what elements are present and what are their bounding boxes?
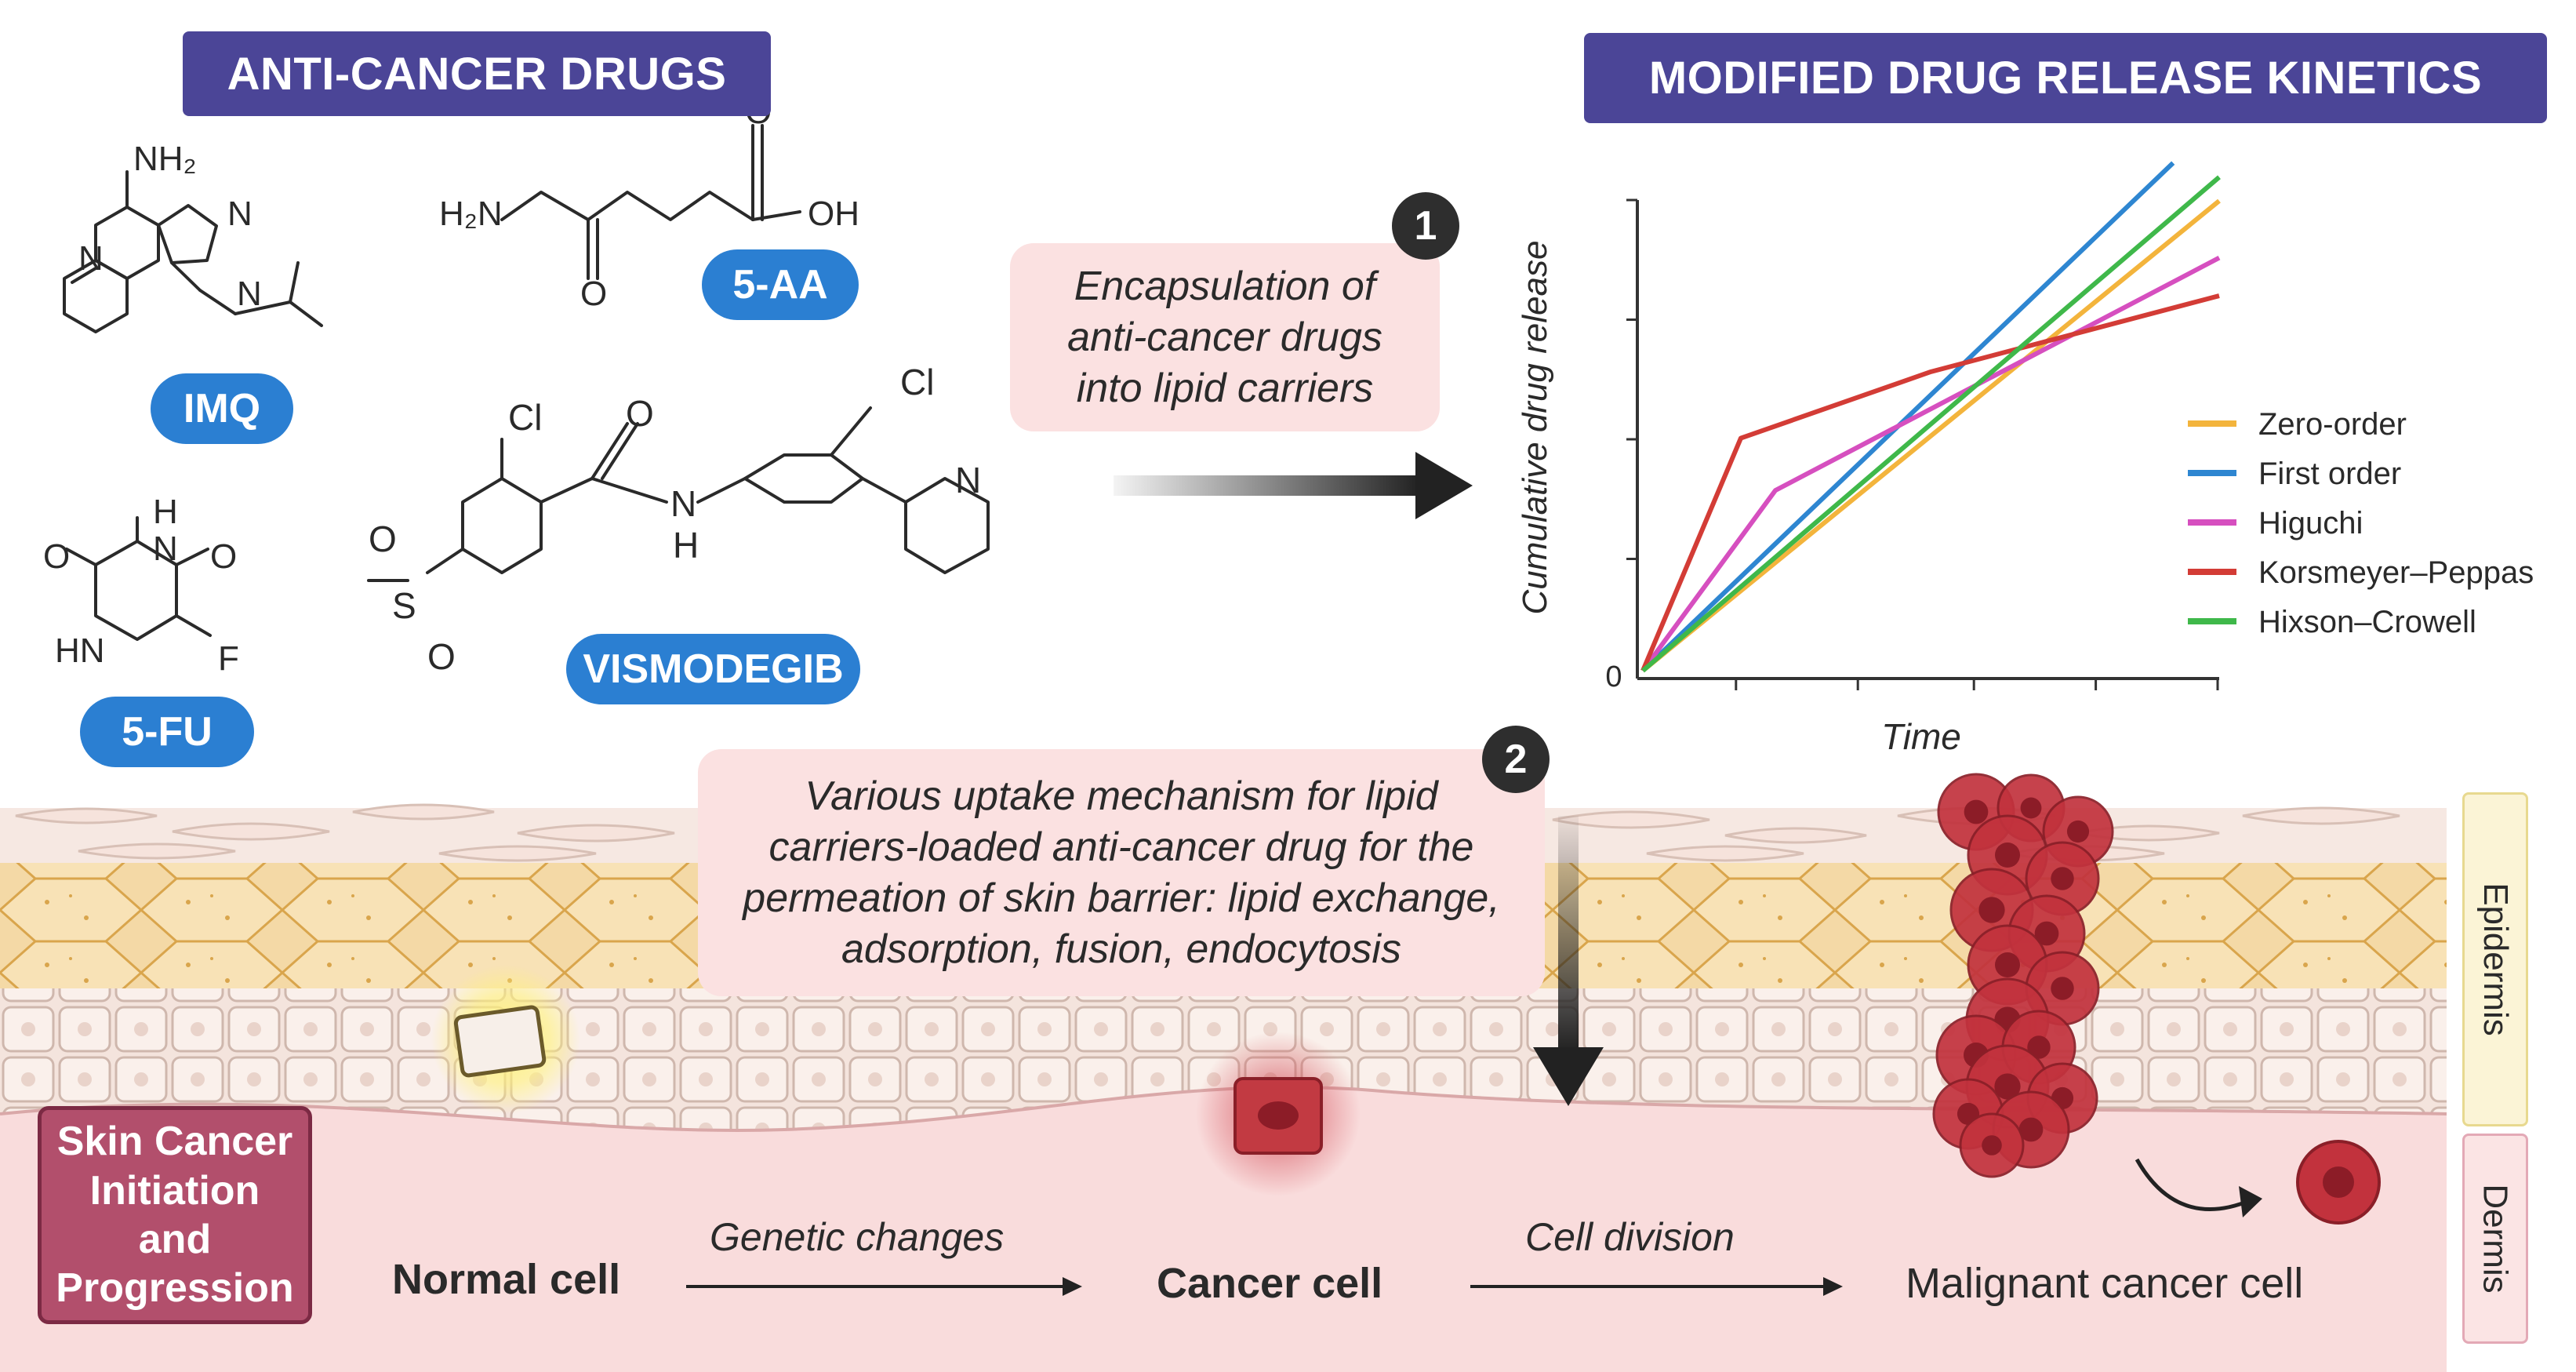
imq-n2-label: N [78,239,104,278]
vismodegib-pill: VISMODEGIB [566,634,860,704]
tumor-cell-nucleus-2 [2020,797,2042,819]
five-aa-structure [500,124,801,280]
step1-callout: Encapsulation of anti-cancer drugs into … [1010,243,1440,431]
tumor-cell-nucleus-13 [1994,1073,2021,1100]
legend-label-3: Higuchi [2258,506,2363,540]
anticancer-drugs-banner: ANTI-CANCER DRUGS [183,31,771,116]
vis-o2-label: O [369,519,397,559]
tumor-cell-nucleus-6 [1978,897,2005,923]
imq-pill: IMQ [151,373,293,444]
progression-arrow-2 [1470,1277,1843,1296]
epidermis-tab: Epidermis [2462,792,2528,1126]
dermis-label: Dermis [2476,1184,2516,1294]
vismodegib-structure [367,406,990,582]
five-aa-pill: 5-AA [702,249,859,320]
cell-division-label: Cell division [1525,1215,1735,1259]
vis-o3-label: O [427,636,456,677]
aa-oh-label: OH [808,195,859,233]
imq-n1-label: N [227,195,253,233]
epidermis-label: Epidermis [2476,883,2515,1036]
step1-badge: 1 [1392,192,1459,260]
y-axis-title: Cumulative drug release [1516,241,1554,615]
step2-callout: Various uptake mechanism for lipid carri… [698,749,1545,996]
series-line-5 [1641,175,2221,673]
step1-arrow [1114,452,1473,519]
malignant-cell-label: Malignant cancer cell [1906,1260,2304,1307]
step1-line-3: into lipid carriers [1076,365,1374,411]
legend-label-5: Hixson–Crowell [2258,605,2476,639]
cancer-cell-highlight [1196,1032,1361,1196]
vis-s-label: S [392,585,416,626]
series-line-4 [1640,293,2220,672]
fu-o2-label: O [210,537,238,576]
step2-arrow [1533,816,1604,1106]
fu-h-label: H [153,493,178,531]
step1-line-2: anti-cancer drugs [1067,314,1382,360]
fu-hn-label: HN [55,631,105,670]
tumor-cell-nucleus-3 [2066,820,2090,843]
release-kinetics-banner: MODIFIED DRUG RELEASE KINETICS [1584,33,2547,123]
vis-n-label: N [670,483,697,524]
tumor-cell-nucleus-8 [1995,952,2020,977]
x-axis-title: Time [1881,716,1961,757]
normal-cell-highlight [431,965,580,1114]
vis-cl2-label: Cl [900,362,935,402]
legend-label-2: First order [2258,457,2401,491]
fu-n-label: N [153,530,178,568]
legend-label-1: Zero-order [2258,407,2407,442]
tumor-cell-nucleus-16 [2018,1117,2044,1142]
skin-box-line-2: Initiation [89,1167,260,1214]
step2-line-4: adsorption, fusion, endocytosis [841,926,1401,972]
skin-box-line-3: and [138,1217,212,1262]
step2-badge: 2 [1482,726,1550,793]
genetic-changes-label: Genetic changes [710,1215,1005,1259]
five-fu-structure [65,516,212,641]
skin-box-line-1: Skin Cancer [56,1119,293,1165]
chemical-structures [63,124,990,641]
imq-n3-label: N [237,275,262,313]
cancer-cell-label: Cancer cell [1157,1260,1383,1307]
tumor-cell-nucleus-17 [1982,1135,2002,1155]
tumor-cell-nucleus-5 [2051,867,2074,890]
tumor-cell-nucleus-4 [1995,842,2020,868]
normal-cell-label: Normal cell [392,1256,621,1303]
vis-h-label: H [673,525,699,566]
series-line-2 [1640,161,2175,673]
step2-line-2: carriers-loaded anti-cancer drug for the [768,824,1474,870]
skin-cancer-progression-box: Skin Cancer Initiation and Progression [38,1106,312,1324]
vis-cl1-label: Cl [508,397,543,438]
tumor-cell-nucleus-7 [2034,921,2059,946]
tumor-cell-nucleus-1 [1964,799,1989,824]
step2-line-3: permeation of skin barrier: lipid exchan… [743,875,1500,921]
legend-label-4: Korsmeyer–Peppas [2258,555,2534,590]
aa-h2n-label: H₂N [439,195,503,233]
step2-line-1: Various uptake mechanism for lipid [805,773,1438,819]
tumor-cell-nucleus-9 [2051,977,2074,1000]
vis-o-label: O [626,393,654,434]
malignant-tumor-mass [1932,773,2114,1178]
fu-o1-label: O [43,537,71,576]
imq-structure [63,170,323,333]
tumor-cell-nucleus-12 [2027,1035,2051,1059]
fu-f-label: F [218,639,239,678]
y-tick-zero: 0 [1605,661,1622,693]
dermis-tab: Dermis [2462,1134,2528,1344]
chart-series [1640,161,2221,673]
metastatic-cell [2135,1140,2381,1225]
skin-box-line-4: Progression [56,1265,294,1312]
step1-line-1: Encapsulation of [1074,263,1376,309]
five-fu-pill: 5-FU [80,697,254,767]
progression-arrow-1 [686,1277,1082,1296]
imq-nh2-label: NH₂ [133,140,197,178]
dermis-layer [0,1086,2447,1372]
aa-o-label: O [580,275,608,313]
series-line-1 [1641,198,2221,673]
vis-pyridine-n-label: N [955,460,982,500]
axis-ticks [1626,198,2219,690]
